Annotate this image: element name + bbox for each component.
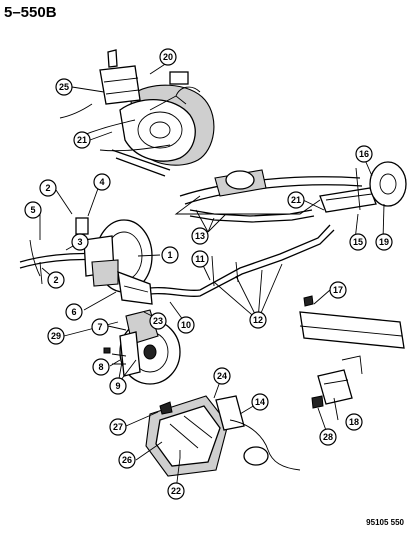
svg-text:21: 21 — [77, 135, 87, 145]
rear-brake-inset — [59, 49, 215, 177]
svg-text:18: 18 — [349, 417, 359, 427]
callout-2: 2 — [39, 179, 57, 197]
svg-text:4: 4 — [99, 177, 104, 187]
svg-text:13: 13 — [195, 231, 205, 241]
callout-21: 21 — [73, 131, 91, 149]
callout-4: 4 — [93, 173, 111, 191]
svg-text:9: 9 — [115, 381, 120, 391]
front-shield-assembly — [145, 395, 301, 477]
callout-22: 22 — [167, 482, 185, 500]
callout-2: 2 — [47, 271, 65, 289]
callout-13: 13 — [191, 227, 209, 245]
svg-text:7: 7 — [97, 322, 102, 332]
booster-assembly — [75, 217, 153, 305]
page-code: 5–550B — [4, 4, 57, 21]
callout-15: 15 — [349, 233, 367, 251]
svg-text:8: 8 — [98, 362, 103, 372]
callout-16: 16 — [355, 145, 373, 163]
svg-text:15: 15 — [353, 237, 363, 247]
rear-axle — [174, 161, 407, 215]
svg-text:22: 22 — [171, 486, 181, 496]
svg-text:5: 5 — [30, 205, 35, 215]
callout-20: 20 — [159, 48, 177, 66]
callout-28: 28 — [319, 428, 337, 446]
callout-12: 12 — [249, 311, 267, 329]
callout-24: 24 — [213, 367, 231, 385]
svg-text:20: 20 — [163, 52, 173, 62]
callout-9: 9 — [109, 377, 127, 395]
callout-6: 6 — [65, 303, 83, 321]
svg-text:26: 26 — [122, 455, 132, 465]
svg-text:3: 3 — [77, 237, 82, 247]
front-rotor-assembly — [103, 309, 181, 385]
svg-text:17: 17 — [333, 285, 343, 295]
callout-1: 1 — [161, 246, 179, 264]
svg-text:2: 2 — [45, 183, 50, 193]
callout-26: 26 — [118, 451, 136, 469]
svg-text:1: 1 — [167, 250, 172, 260]
callout-23: 23 — [149, 312, 167, 330]
callout-21: 21 — [287, 191, 305, 209]
callout-18: 18 — [345, 413, 363, 431]
callout-11: 11 — [191, 250, 209, 268]
callout-29: 29 — [47, 327, 65, 345]
callout-14: 14 — [251, 393, 269, 411]
callout-19: 19 — [375, 233, 393, 251]
svg-text:29: 29 — [51, 331, 61, 341]
svg-text:25: 25 — [59, 82, 69, 92]
callout-17: 17 — [329, 281, 347, 299]
svg-text:21: 21 — [291, 195, 301, 205]
svg-text:14: 14 — [255, 397, 265, 407]
callout-7: 7 — [91, 318, 109, 336]
callout-10: 10 — [177, 316, 195, 334]
svg-text:2: 2 — [53, 275, 58, 285]
svg-text:23: 23 — [153, 316, 163, 326]
figure-code: 95105 550 — [366, 518, 404, 527]
svg-text:28: 28 — [323, 432, 333, 442]
svg-text:27: 27 — [113, 422, 123, 432]
svg-text:19: 19 — [379, 237, 389, 247]
svg-text:11: 11 — [195, 254, 205, 264]
svg-text:10: 10 — [181, 320, 191, 330]
callout-27: 27 — [109, 418, 127, 436]
svg-text:12: 12 — [253, 315, 263, 325]
callout-3: 3 — [71, 233, 89, 251]
callout-25: 25 — [55, 78, 73, 96]
svg-text:24: 24 — [217, 371, 227, 381]
bracket-inset — [299, 295, 405, 409]
callout-5: 5 — [24, 201, 42, 219]
svg-text:6: 6 — [71, 307, 76, 317]
svg-text:16: 16 — [359, 149, 369, 159]
callout-8: 8 — [92, 358, 110, 376]
